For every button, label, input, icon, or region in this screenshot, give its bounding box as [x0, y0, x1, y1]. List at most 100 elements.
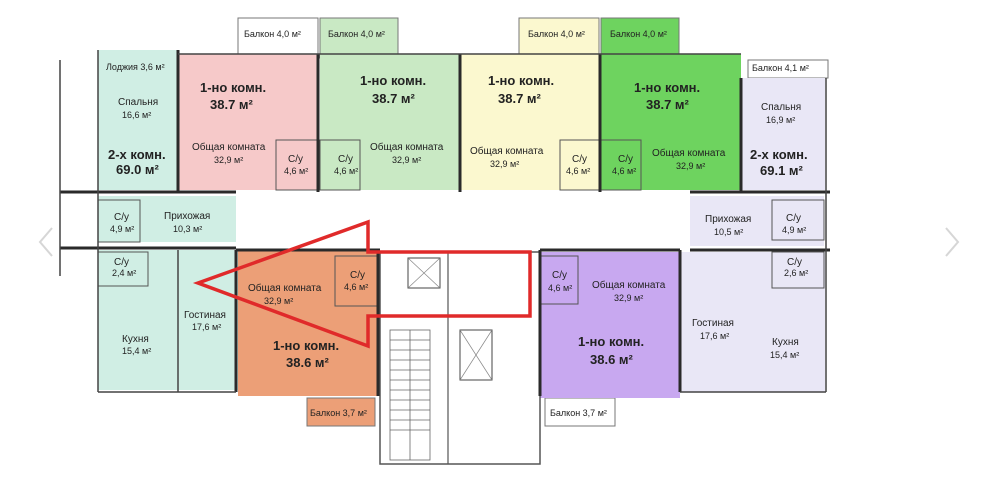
wc-green [319, 139, 361, 191]
green-wc-area: 4,6 м² [334, 166, 359, 176]
balcony-4 [600, 17, 680, 59]
right-2room-title[interactable]: 2-х комн. [750, 147, 808, 162]
left-kitchen-label: Кухня [122, 334, 149, 345]
yellow-room-area: 32,9 м² [490, 159, 520, 169]
walls [60, 50, 830, 396]
pink-room-label: Общая комната [192, 142, 266, 153]
right-kitchen-label: Кухня [772, 337, 799, 348]
left-hall-area: 10,3 м² [173, 224, 203, 234]
apt-bright-fill [601, 54, 741, 190]
left-wc1-label: С/у [114, 212, 129, 223]
wc-orange [334, 255, 381, 307]
green-title[interactable]: 1-но комн. [360, 73, 427, 88]
balcony-7 [544, 397, 616, 427]
right-living-area: 17,6 м² [700, 331, 730, 341]
violet-wc-area: 4,6 м² [548, 283, 573, 293]
apt-left-2-bottom [98, 250, 238, 390]
violet-room-label: Общая комната [592, 280, 666, 291]
chevron-left-icon[interactable] [36, 222, 58, 262]
green-room-label: Общая комната [370, 142, 444, 153]
bright-wc-area: 4,6 м² [612, 166, 637, 176]
left-bedroom-label: Спальня [118, 97, 159, 108]
bright-title[interactable]: 1-но комн. [634, 80, 701, 95]
violet-title[interactable]: 1-но комн. [578, 334, 645, 349]
right-wc2-label: С/у [787, 257, 802, 268]
balcony-label-5: Балкон 4,1 м² [752, 63, 809, 73]
left-living-label: Гостиная [184, 310, 226, 321]
green-wc-label: С/у [338, 154, 353, 165]
right-hall-label: Прихожая [705, 214, 752, 225]
apt-left-2-fill [98, 50, 178, 190]
apt-green-fill [320, 54, 460, 190]
violet-area: 38.6 м² [590, 352, 633, 367]
left-2room-title[interactable]: 2-х комн. [108, 147, 166, 162]
right-hall-area: 10,5 м² [714, 227, 744, 237]
orange-area: 38.6 м² [286, 355, 329, 370]
apt-pink-fill [178, 54, 318, 190]
orange-wc-label: С/у [350, 270, 365, 281]
balcony-label-1: Балкон 4,0 м² [244, 29, 301, 39]
apt-right-2-bottom [680, 252, 825, 392]
left-bedroom-area: 16,6 м² [122, 110, 152, 120]
pink-area: 38.7 м² [210, 97, 253, 112]
apt-right-2-hall [690, 196, 824, 246]
right-wc1-label: С/у [786, 213, 801, 224]
chevron-right-icon[interactable] [940, 222, 962, 262]
loggia-label: Лоджия 3,6 м² [106, 62, 165, 72]
pink-title[interactable]: 1-но комн. [200, 80, 267, 95]
balcony-label-2: Балкон 4,0 м² [328, 29, 385, 39]
right-living-label: Гостиная [692, 318, 734, 329]
pink-wc-area: 4,6 м² [284, 166, 309, 176]
wc-right-1 [771, 199, 825, 241]
bright-room-area: 32,9 м² [676, 161, 706, 171]
right-bedroom-label: Спальня [761, 102, 802, 113]
right-2room-area: 69.1 м² [760, 163, 803, 178]
right-bedroom-area: 16,9 м² [766, 115, 796, 125]
left-kitchen-area: 15,4 м² [122, 346, 152, 356]
right-wc2-area: 2,6 м² [784, 268, 809, 278]
left-wc2-area: 2,4 м² [112, 268, 137, 278]
pink-wc-label: С/у [288, 154, 303, 165]
balcony-label-4: Балкон 4,0 м² [610, 29, 667, 39]
left-wc1-area: 4,9 м² [110, 224, 135, 234]
left-wc2-label: С/у [114, 257, 129, 268]
yellow-area: 38.7 м² [498, 91, 541, 106]
balcony-2 [319, 17, 399, 59]
highlight-arrow [192, 219, 532, 349]
wc-right-2 [771, 251, 825, 289]
apt-violet-fill [540, 252, 680, 398]
left-living-area: 17,6 м² [192, 322, 222, 332]
balcony-3 [518, 17, 600, 59]
orange-room-area: 32,9 м² [264, 296, 294, 306]
orange-room-label: Общая комната [248, 283, 322, 294]
yellow-room-label: Общая комната [470, 146, 544, 157]
violet-wc-label: С/у [552, 270, 567, 281]
yellow-wc-label: С/у [572, 154, 587, 165]
bright-wc-label: С/у [618, 154, 633, 165]
balcony-label-7: Балкон 3,7 м² [550, 408, 607, 418]
yellow-wc-area: 4,6 м² [566, 166, 591, 176]
balcony-6 [306, 397, 376, 427]
bright-room-label: Общая комната [652, 148, 726, 159]
staircase [389, 329, 431, 461]
apt-yellow-fill [460, 54, 600, 190]
right-wc1-area: 4,9 м² [782, 225, 807, 235]
right-kitchen-area: 15,4 м² [770, 350, 800, 360]
violet-room-area: 32,9 м² [614, 293, 644, 303]
yellow-title[interactable]: 1-но комн. [488, 73, 555, 88]
balcony-1 [237, 17, 319, 59]
orange-wc-area: 4,6 м² [344, 282, 369, 292]
pink-room-area: 32,9 м² [214, 155, 244, 165]
left-2room-area: 69.0 м² [116, 162, 159, 177]
apt-right-2-fill [741, 78, 825, 190]
balcony-label-3: Балкон 4,0 м² [528, 29, 585, 39]
left-hall-label: Прихожая [164, 211, 211, 222]
orange-title[interactable]: 1-но комн. [273, 338, 340, 353]
green-room-area: 32,9 м² [392, 155, 422, 165]
green-area: 38.7 м² [372, 91, 415, 106]
apt-left-2-hall [98, 196, 236, 242]
bright-area: 38.7 м² [646, 97, 689, 112]
balcony-label-6: Балкон 3,7 м² [310, 408, 367, 418]
